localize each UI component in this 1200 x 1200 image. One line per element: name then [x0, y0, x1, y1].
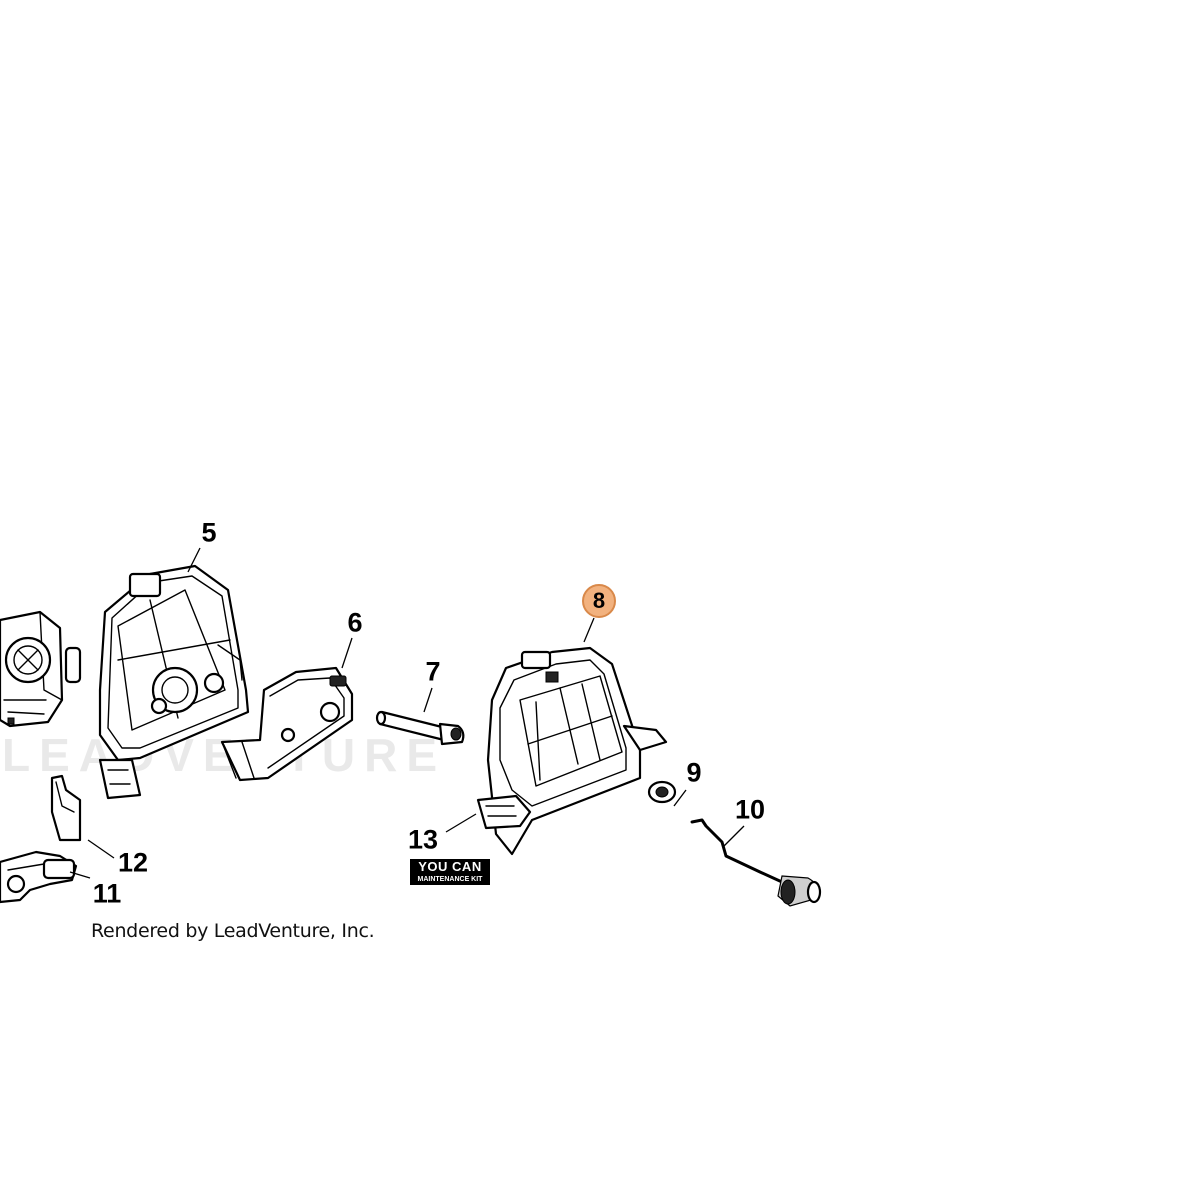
- callout-12[interactable]: 12: [117, 847, 149, 878]
- bolt-part[interactable]: [375, 710, 465, 746]
- leader-line-11: [69, 871, 91, 879]
- callout-13[interactable]: 13: [407, 824, 439, 855]
- callout-5[interactable]: 5: [201, 517, 217, 548]
- leader-line-5: [187, 547, 201, 573]
- carburetor-part[interactable]: [0, 610, 82, 728]
- air-filter-part[interactable]: [476, 646, 668, 856]
- leader-line-8: [583, 617, 595, 643]
- choke-rod-part[interactable]: [690, 818, 822, 907]
- fitting-part[interactable]: [0, 850, 78, 904]
- callout-6[interactable]: 6: [347, 607, 363, 638]
- leader-line-9: [673, 789, 687, 807]
- callout-10[interactable]: 10: [734, 794, 766, 825]
- leader-line-12: [87, 839, 115, 859]
- leader-line-10: [723, 825, 745, 847]
- cover-plate-part[interactable]: [220, 666, 354, 782]
- callout-11[interactable]: 11: [92, 878, 122, 909]
- callout-8-highlighted[interactable]: 8: [582, 584, 616, 618]
- leader-line-7: [423, 687, 433, 713]
- callout-9[interactable]: 9: [686, 757, 702, 788]
- watermark-text: LEADVENTURE: [2, 729, 447, 781]
- filter-base-frame-part[interactable]: [98, 564, 250, 800]
- kit-badge-subtitle: MAINTENANCE KIT: [410, 875, 490, 885]
- grommet-part[interactable]: [647, 780, 677, 804]
- leader-line-13: [445, 813, 477, 833]
- leader-line-6: [341, 637, 353, 669]
- kit-badge-title: YOU CAN: [410, 859, 490, 875]
- callout-7[interactable]: 7: [425, 656, 441, 687]
- bracket-part[interactable]: [50, 774, 82, 842]
- maintenance-kit-badge[interactable]: YOU CAN MAINTENANCE KIT: [410, 855, 490, 885]
- render-credit: Rendered by LeadVenture, Inc.: [91, 920, 375, 942]
